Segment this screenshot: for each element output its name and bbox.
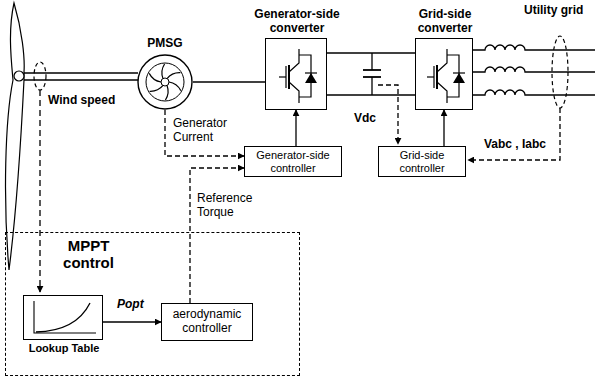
lookup-curve-line [36,303,90,332]
power-connector [295,110,296,146]
grid-label: Utility grid [524,4,583,18]
vdc-signal-line [378,85,398,144]
rotor-ring [146,63,184,101]
lookup-box: Lookup Table [23,295,103,340]
measurement-label: Vabc , Iabc [484,138,546,152]
generator-outline [138,55,192,109]
generator-symbol [137,54,193,110]
rotor-blade [167,73,180,79]
node-heading: Lookup Table [14,342,114,355]
grid-sensor-ellipse [552,36,568,108]
lookup-axes [34,301,96,333]
rotor-hub [161,78,169,86]
inductor-phase [473,45,595,50]
inductor-phase [473,90,595,95]
edge-label: Generator Current [172,117,246,145]
node-heading: Generator-side converter [241,8,353,36]
node-label: Generator-side controller [249,149,337,174]
process-box: aerodynamic controller [161,303,253,341]
node-label: Grid-side controller [383,149,461,174]
shaft [24,79,138,80]
inductor-phase [473,67,595,72]
lookup-curve [24,296,102,339]
turbine-blade [6,3,25,270]
diode-triangle [305,73,317,83]
node-heading: PMSG [135,37,195,51]
wind-speed-label: Wind speed [48,94,115,108]
vdc-label: Vdc [354,112,376,126]
igbt-symbol [416,39,472,109]
grid-signal-line [468,108,560,160]
power-connector [103,321,161,322]
shaft [24,72,138,73]
wind-sensor-ellipse [34,62,46,90]
edge-label: Popt [116,298,156,312]
rotor-blade [150,85,163,91]
converter-box: Grid-side converter [415,38,473,110]
igbt-channel [288,65,290,89]
power-connector [327,52,415,53]
igbt-gate [279,76,286,77]
converter-box: Generator-side converter [265,38,327,110]
rotor-blade [165,85,168,100]
signal-connector [190,168,244,303]
process-box: Grid-side controller [378,146,466,177]
node-label: aerodynamic controller [166,308,248,336]
generator-circle: PMSG [137,54,193,110]
capacitor-lead [371,77,372,95]
igbt-collector [437,49,447,72]
node-heading: Grid-side converter [400,8,490,36]
rotor-blade [149,73,161,82]
igbt-gate-bar [285,66,286,88]
wind-signal-line [39,90,40,292]
diode-triangle [453,73,465,83]
igbt-emitter [437,82,447,103]
rotor-blade [169,82,181,91]
capacitor-lead [371,53,372,70]
igbt-symbol [266,39,326,109]
power-connector [193,81,265,82]
igbt-gate-bar [433,66,434,88]
edge-label: Reference Torque [196,192,270,220]
capacitor-plate [363,69,381,71]
igbt-gate [427,76,434,77]
dc-bus [327,94,415,95]
group-heading: MPPT control [51,237,126,272]
power-connector [443,110,444,146]
igbt-collector [289,49,299,72]
igbt-channel [436,65,438,89]
process-box: Generator-side controller [244,146,342,177]
rotor-blade [162,64,165,79]
igbt-emitter [289,82,299,103]
turbine-hub [14,71,24,81]
